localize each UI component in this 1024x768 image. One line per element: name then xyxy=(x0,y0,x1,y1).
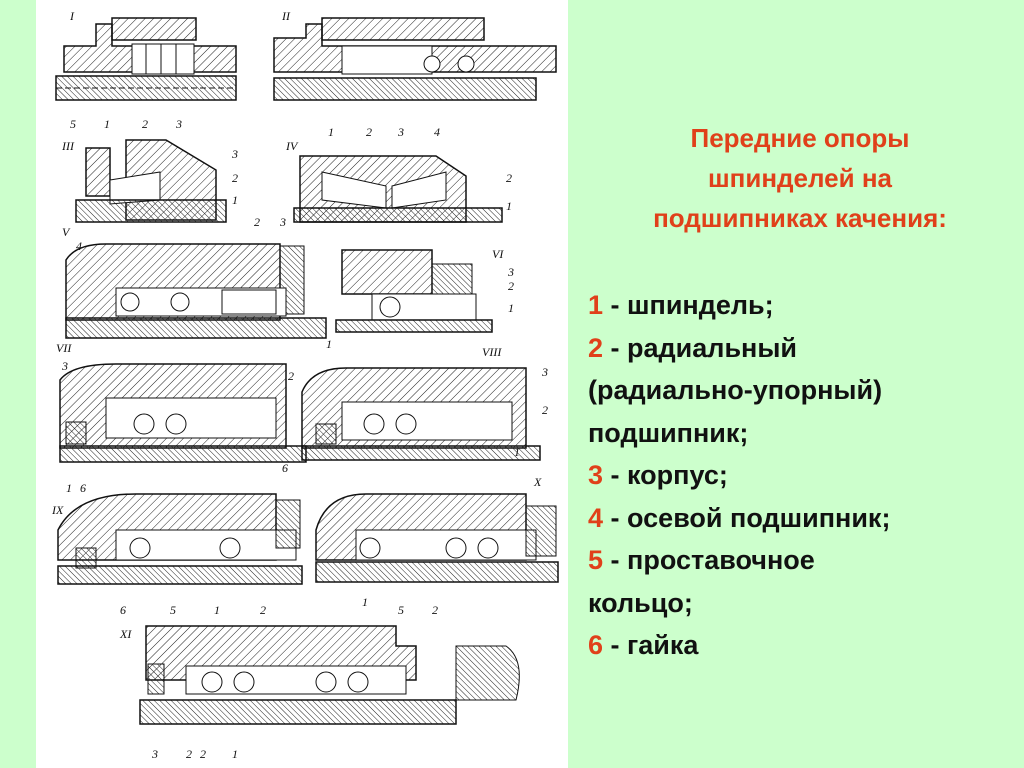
diagram-IX: IX 6 5 1 2 xyxy=(51,493,303,617)
legend-list: 1 - шпиндель; 2 - радиальный (радиально-… xyxy=(588,284,1018,667)
callout-label: 1 xyxy=(506,199,512,213)
diagram-IV: IV 2 1 xyxy=(285,139,512,223)
diagram-VIII: VIII 3 2 6 1 xyxy=(282,345,548,475)
diagram-roman-label: VII xyxy=(56,341,72,355)
callout-label: 2 xyxy=(506,171,512,185)
legend-number: 1 xyxy=(588,290,604,320)
legend-text: подшипник; xyxy=(588,417,749,448)
legend-item: 3 - корпус; xyxy=(588,454,1018,497)
legend-item: 1 - шпиндель; xyxy=(588,284,1018,327)
diagram-roman-label: V xyxy=(62,225,71,239)
diagram-VII: VII 3 2 1 6 xyxy=(56,341,307,495)
legend-text: (радиально-упорный) xyxy=(588,375,883,405)
legend-item: 4 - осевой подшипник; xyxy=(588,497,1018,540)
diagram-roman-label: IX xyxy=(51,503,64,517)
diagram-VI: VI 3 2 1 xyxy=(335,247,514,333)
diagram-I: I 5 1 2 3 xyxy=(55,9,237,131)
callout-label: 3 xyxy=(231,147,238,161)
callout-label: 4 xyxy=(76,239,82,253)
legend-text: - осевой подшипник; xyxy=(603,502,891,533)
diagram-XI: XI 3 2 2 1 xyxy=(119,625,520,761)
callout-label: 2 xyxy=(432,603,438,617)
legend-text: - шпиндель; xyxy=(603,290,774,320)
title-line: Передние опоры xyxy=(690,123,910,153)
diagram-roman-label: I xyxy=(69,9,75,23)
diagram-roman-label: II xyxy=(281,9,291,23)
callout-label: 2 xyxy=(542,403,548,417)
diagram-roman-label: IV xyxy=(285,139,299,153)
legend-item: 2 - радиальный xyxy=(588,327,1018,370)
legend-item: (радиально-упорный) xyxy=(588,369,1018,412)
callout-label: 1 xyxy=(326,337,332,351)
diagram-roman-label: III xyxy=(61,139,75,153)
callout-label: 6 xyxy=(120,603,126,617)
legend-number: 5 xyxy=(588,545,604,575)
callout-label: 6 xyxy=(282,461,288,475)
legend-item: 5 - проставочное xyxy=(588,539,1018,582)
title-line: шпинделей на xyxy=(707,163,893,193)
legend-text: - гайка xyxy=(603,630,699,660)
legend-text: - корпус; xyxy=(603,460,728,490)
callout-label: 3 xyxy=(151,747,158,761)
title-line: подшипниках качения: xyxy=(653,203,947,233)
callout-label: 3 xyxy=(61,359,68,373)
callout-label: 2 xyxy=(142,117,148,131)
callout-label: 2 xyxy=(260,603,266,617)
callout-label: 2 xyxy=(186,747,192,761)
bearing-diagrams-figure: I 5 1 2 3 II 1 2 3 4 III 3 2 1 xyxy=(51,9,559,761)
legend-text: - проставочное xyxy=(603,545,815,575)
legend-number: 6 xyxy=(588,630,604,660)
callout-label: 1 xyxy=(328,125,334,139)
callout-label: 1 xyxy=(214,603,220,617)
legend-number: 3 xyxy=(588,460,604,490)
callout-label: 2 xyxy=(254,215,260,229)
callout-label: 5 xyxy=(170,603,176,617)
diagram-II: II 1 2 3 4 xyxy=(273,9,557,139)
callout-label: 3 xyxy=(541,365,548,379)
callout-label: 3 xyxy=(175,117,182,131)
callout-label: 5 xyxy=(398,603,404,617)
diagram-roman-label: X xyxy=(533,475,542,489)
diagram-roman-label: VI xyxy=(492,247,504,261)
callout-label: 1 xyxy=(66,481,72,495)
diagram-roman-label: XI xyxy=(119,627,132,641)
callout-label: 1 xyxy=(508,301,514,315)
callout-label: 1 xyxy=(232,193,238,207)
bearing-diagrams-panel: I 5 1 2 3 II 1 2 3 4 III 3 2 1 xyxy=(36,0,568,768)
diagram-roman-label: VIII xyxy=(482,345,502,359)
callout-label: 2 xyxy=(366,125,372,139)
callout-label: 3 xyxy=(279,215,286,229)
legend-number: 2 xyxy=(588,332,604,363)
callout-label: 1 xyxy=(514,445,520,459)
diagram-V: V 4 2 3 1 xyxy=(62,215,332,351)
legend-item: кольцо; xyxy=(588,582,1018,625)
callout-label: 4 xyxy=(434,125,440,139)
callout-label: 1 xyxy=(362,595,368,609)
callout-label: 2 xyxy=(288,369,294,383)
diagram-III: III 3 2 1 xyxy=(61,139,238,223)
legend-number: 4 xyxy=(588,502,604,533)
callout-label: 1 xyxy=(232,747,238,761)
slide-title: Передние опоры шпинделей на подшипниках … xyxy=(590,118,1010,238)
legend-text: - радиальный xyxy=(603,332,798,363)
callout-label: 2 xyxy=(232,171,238,185)
legend-text: кольцо; xyxy=(588,587,693,618)
callout-label: 3 xyxy=(397,125,404,139)
callout-label: 2 xyxy=(508,279,514,293)
diagram-X: X 1 5 2 xyxy=(315,475,559,617)
callout-label: 1 xyxy=(104,117,110,131)
legend-item: 6 - гайка xyxy=(588,624,1018,667)
callout-label: 5 xyxy=(70,117,76,131)
legend-item: подшипник; xyxy=(588,412,1018,455)
callout-label: 6 xyxy=(80,481,86,495)
callout-label: 3 xyxy=(507,265,514,279)
callout-label: 2 xyxy=(200,747,206,761)
